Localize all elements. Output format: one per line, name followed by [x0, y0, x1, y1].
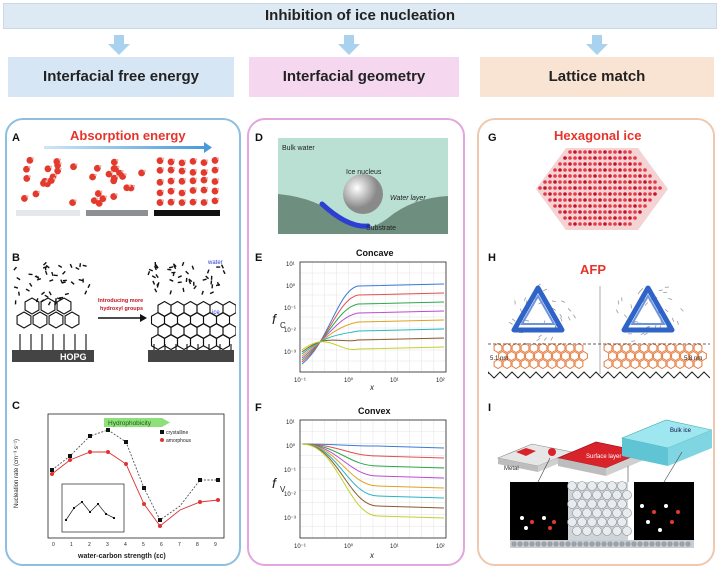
column-header-free-energy: Interfacial free energy: [8, 57, 234, 97]
convex-ylabel: f: [272, 475, 278, 491]
hopg-label: HOPG: [60, 352, 87, 362]
svg-text:3: 3: [106, 542, 109, 548]
legend-crystalline: crystalline: [166, 430, 188, 436]
ice-label: ice: [212, 310, 220, 316]
column-header-lattice: Lattice match: [480, 57, 714, 97]
c-ylabel: Nucleation rate (cm⁻³ s⁻¹): [14, 439, 20, 508]
legend-amorphous: amorphous: [166, 438, 192, 444]
bulk-ice-label: Bulk ice: [670, 428, 692, 434]
concave-ylabel: f: [272, 311, 278, 327]
svg-text:10⁻³: 10⁻³: [284, 350, 296, 356]
absorption-energy-title: Absorption energy: [70, 128, 186, 143]
hydroxyl-substrate-figure: HOPG Introducing more hydroxyl groups wa…: [12, 260, 236, 362]
svg-text:9: 9: [214, 542, 217, 548]
panel-letter-g: G: [488, 132, 497, 144]
svg-text:10¹: 10¹: [390, 544, 399, 550]
hexagonal-ice-title: Hexagonal ice: [554, 128, 642, 143]
svg-text:8: 8: [196, 542, 199, 548]
nucleation-rate-chart: Nucleation rate (cm⁻³ s⁻¹) water-carbon …: [14, 413, 225, 560]
down-arrow-icon: [586, 35, 608, 55]
hexagonal-ice-lattice: [536, 148, 668, 230]
convex-ysub: V: [280, 485, 286, 494]
panel-letter-c: C: [12, 400, 20, 412]
hydrophobicity-badge: Hydrophobicity: [108, 420, 152, 427]
metal-label: Metal: [504, 466, 519, 472]
svg-text:7: 7: [178, 542, 181, 548]
down-arrow-icon: [338, 35, 360, 55]
svg-text:10⁻³: 10⁻³: [284, 516, 296, 522]
svg-text:10⁰: 10⁰: [286, 443, 296, 450]
concave-chart: Concave f C x 10⁻¹ 10⁰ 10¹ 10² 10¹ 10⁰ 10⁻¹ 10…: [272, 248, 447, 392]
ice-nucleus-label: Ice nucleus: [346, 169, 382, 176]
panel-letter-f: F: [255, 402, 262, 414]
water-label: water: [207, 260, 223, 266]
panel-letter-b: B: [12, 252, 20, 264]
svg-text:4: 4: [124, 542, 127, 548]
afp-title: AFP: [580, 262, 606, 277]
water-layer-label: Water layer: [390, 195, 426, 202]
convex-title: Convex: [358, 406, 391, 416]
afp-figure: 5.1 nm 5.8 nm: [488, 283, 710, 379]
panel-letter-e: E: [255, 252, 263, 264]
concave-ysub: C: [280, 321, 286, 330]
svg-text:6: 6: [160, 542, 163, 548]
svg-text:10²: 10²: [436, 378, 445, 384]
arrow-text-1: Introducing more: [98, 298, 143, 304]
svg-text:10¹: 10¹: [286, 420, 295, 426]
bulk-water-label: Bulk water: [282, 145, 315, 152]
svg-text:1: 1: [70, 542, 73, 548]
substrate-label: Substrate: [366, 225, 396, 232]
c-xlabel: water-carbon strength (εc): [77, 553, 166, 560]
svg-text:10⁻¹: 10⁻¹: [284, 468, 296, 474]
svg-text:0: 0: [52, 542, 55, 548]
concave-xlabel: x: [369, 383, 375, 392]
lattice-slab-figure: Metal Surface layer Bulk ice: [496, 419, 712, 548]
svg-text:10⁰: 10⁰: [286, 283, 296, 290]
arrow-text-2: hydroxyl groups: [100, 306, 143, 312]
surface-layer-label: Surface layer: [586, 454, 621, 460]
svg-text:10⁻²: 10⁻²: [284, 492, 296, 498]
svg-text:2: 2: [88, 542, 91, 548]
svg-text:10⁰: 10⁰: [344, 377, 354, 384]
svg-text:10⁻¹: 10⁻¹: [294, 544, 306, 550]
afp-dim-right: 5.8 nm: [684, 356, 702, 362]
concave-title: Concave: [356, 248, 394, 258]
absorption-energy-figure: [16, 142, 220, 216]
convex-xlabel: x: [369, 551, 375, 560]
svg-text:10⁻¹: 10⁻¹: [284, 306, 296, 312]
svg-text:10⁻¹: 10⁻¹: [294, 378, 306, 384]
svg-text:10²: 10²: [436, 544, 445, 550]
svg-text:10⁻²: 10⁻²: [284, 328, 296, 334]
panel-letter-h: H: [488, 252, 496, 264]
panel-letter-i: I: [488, 402, 492, 414]
down-arrow-icon: [108, 35, 130, 55]
panel-letter-d: D: [255, 132, 263, 144]
svg-text:10⁰: 10⁰: [344, 543, 354, 550]
concave-nucleus-figure: Bulk water Ice nucleus Water layer Subst…: [278, 138, 448, 234]
afp-dim-left: 5.1 nm: [490, 356, 508, 362]
svg-text:5: 5: [142, 542, 145, 548]
convex-chart: Convex f V x 10⁻¹ 10⁰ 10¹ 10² 10¹ 10⁰ 10⁻¹ 10⁻…: [272, 406, 447, 560]
panel-letter-a: A: [12, 132, 20, 144]
svg-text:10¹: 10¹: [286, 262, 295, 268]
column-header-geometry: Interfacial geometry: [249, 57, 459, 97]
svg-text:10¹: 10¹: [390, 378, 399, 384]
page-title: Inhibition of ice nucleation: [3, 3, 717, 29]
